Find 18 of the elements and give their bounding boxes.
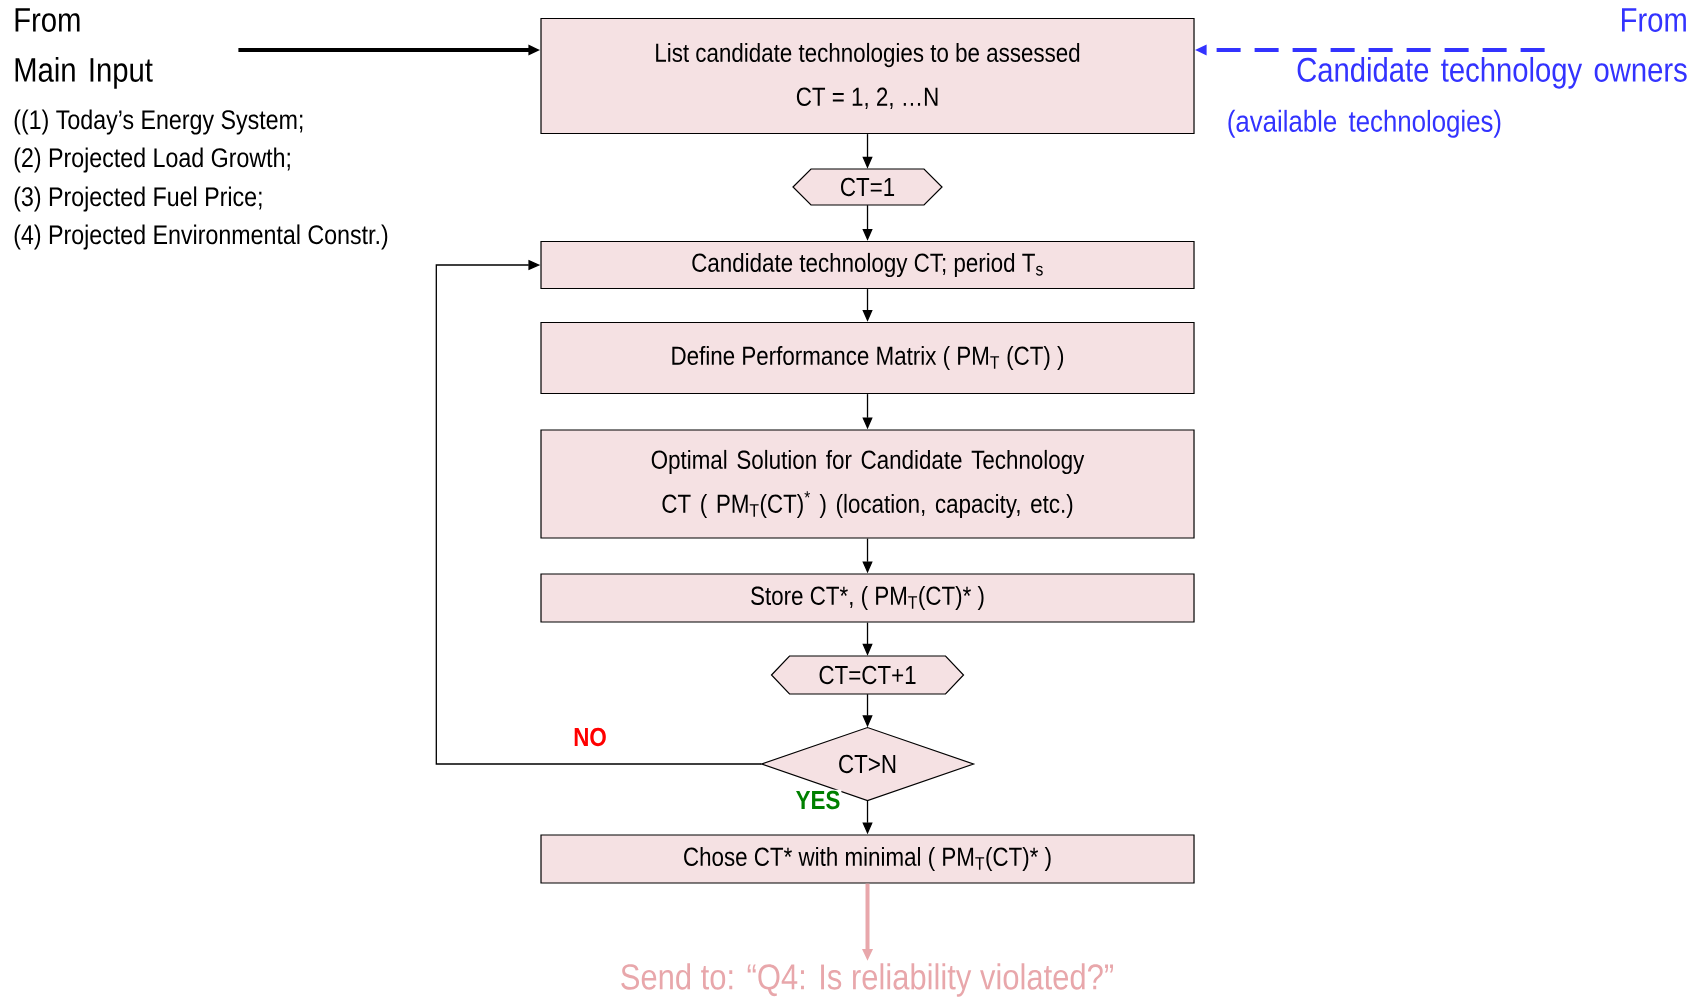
source-text: From Candidate technology owners (available technologies) <box>1228 8 1687 138</box>
process-box: Optimal Solution for Candidate Technology CT ( PM$_{T}$(CT)$^{*}$ ) (location, capacity, etc.) <box>540 429 1195 539</box>
destination-text: Send to: “Q4: Is reliability violated?” <box>621 963 1113 997</box>
process-box: Chose CT* with minimal ( PM$_{T}$(CT)* ) <box>540 834 1195 884</box>
arrow <box>435 259 762 765</box>
process-box: Candidate technology CT; period T$_{s}$ <box>540 240 1195 290</box>
input-list-item: ((1) Today’s Energy System; <box>14 109 303 135</box>
input-list-item: (3) Projected Fuel Price; <box>14 186 262 212</box>
input-list-item: (2) Projected Load Growth; <box>14 147 290 173</box>
input-heading: From Main Input <box>15 8 153 89</box>
preparation-hexagon: CT=CT+1 <box>770 655 965 695</box>
process-box: Store CT*, ( PM$_{T}$(CT)* ) <box>540 573 1195 623</box>
process-box: List candidate technologies to be assessed CT = 1, 2, …N <box>540 17 1195 135</box>
process-box: Define Performance Matrix ( PM$_{T}$ (CT) ) <box>540 321 1195 395</box>
edge-label: NO <box>572 726 608 748</box>
input-list-item: (4) Projected Environmental Constr.) <box>14 224 388 250</box>
preparation-hexagon: CT=1 <box>792 168 943 206</box>
edge-label: YES <box>794 789 842 811</box>
